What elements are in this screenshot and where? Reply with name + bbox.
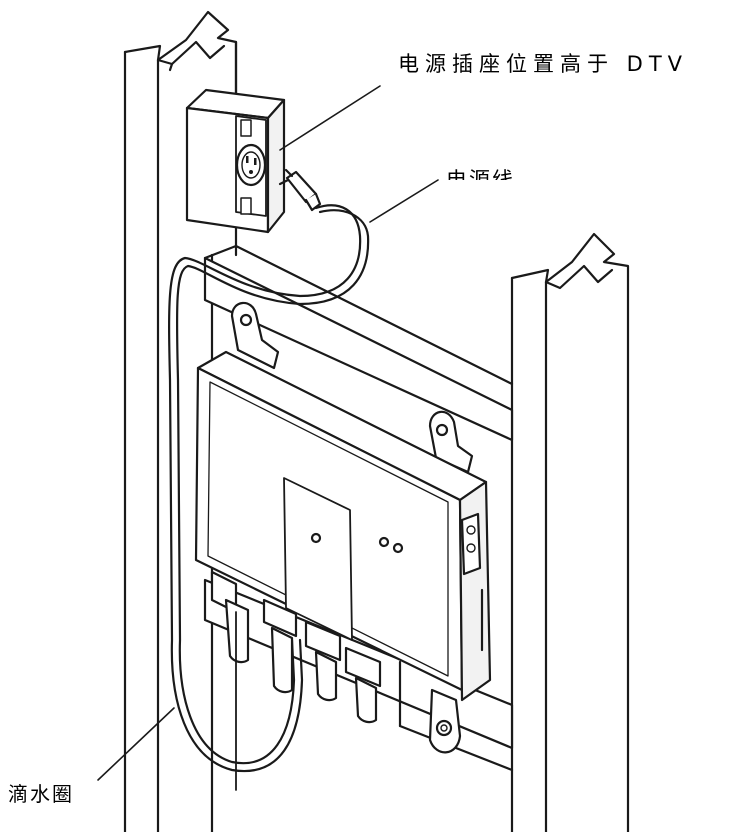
power-plug bbox=[278, 168, 322, 212]
drip-loop-label: 滴水圈 bbox=[8, 782, 74, 806]
connector-1 bbox=[210, 570, 250, 664]
leader-line-drip bbox=[97, 707, 175, 781]
outlet-box bbox=[185, 88, 286, 234]
power-cord bbox=[168, 204, 370, 773]
connector-3 bbox=[304, 620, 342, 702]
upper-rail bbox=[203, 244, 514, 442]
power-cord-label: 电源线 bbox=[446, 168, 515, 180]
leader-line-outlet bbox=[279, 85, 381, 151]
leader-line-cord bbox=[369, 179, 439, 223]
right-post bbox=[510, 232, 630, 834]
top-right-bracket bbox=[428, 410, 474, 474]
top-left-bracket bbox=[230, 301, 280, 370]
connector-2 bbox=[262, 598, 298, 694]
dtv-unit bbox=[194, 350, 492, 702]
bottom-right-bracket bbox=[428, 688, 462, 754]
outlet-position-label: 电源插座位置高于 DTV bbox=[398, 52, 689, 76]
bottom-connectors bbox=[210, 570, 382, 791]
connector-4 bbox=[344, 646, 382, 724]
